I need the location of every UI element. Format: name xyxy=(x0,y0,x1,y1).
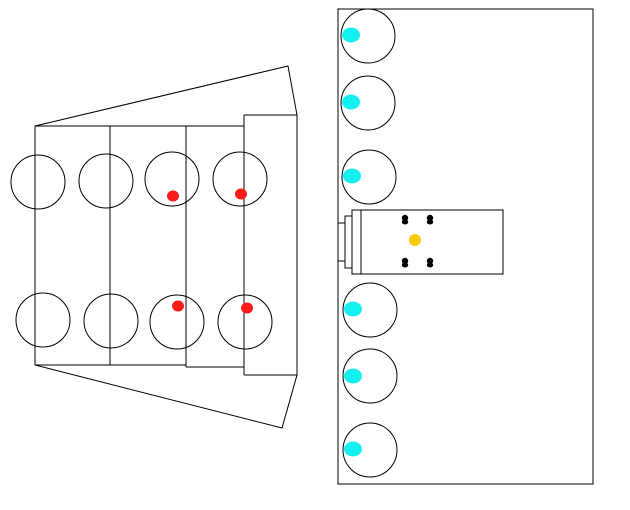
left-circle-top-4 xyxy=(212,151,268,207)
red-marker-top-1 xyxy=(167,190,179,202)
right-markers-group xyxy=(342,27,362,457)
red-marker-top-2 xyxy=(235,188,247,200)
right-circles-group xyxy=(340,8,398,478)
left-circle-bottom-3 xyxy=(149,294,205,350)
cyan-marker-1 xyxy=(342,27,360,43)
center-left-step-2 xyxy=(351,209,362,275)
center-markers-group xyxy=(401,214,434,268)
left-circle-bottom-4 xyxy=(217,294,273,350)
black-marker-top-2 xyxy=(426,214,434,225)
cyan-marker-5 xyxy=(344,368,362,384)
right-circle-6 xyxy=(342,422,398,478)
cyan-marker-4 xyxy=(344,301,362,317)
left-circle-bottom-1 xyxy=(15,292,71,348)
right-circle-4 xyxy=(342,282,398,338)
right-circle-3 xyxy=(341,149,397,205)
cyan-marker-6 xyxy=(344,441,362,457)
left-markers-group xyxy=(167,188,253,314)
left-circles-group xyxy=(10,151,273,350)
red-marker-bottom-2 xyxy=(241,302,253,314)
cyan-marker-3 xyxy=(343,168,361,184)
black-marker-bottom-2 xyxy=(426,257,434,268)
left-circle-top-1 xyxy=(10,154,66,210)
yellow-marker xyxy=(409,234,421,246)
right-circle-2 xyxy=(340,75,396,131)
black-marker-top-1 xyxy=(401,214,409,225)
red-marker-bottom-1 xyxy=(172,300,184,312)
right-circle-5 xyxy=(342,348,398,404)
cyan-marker-2 xyxy=(342,94,360,110)
left-outer-shape xyxy=(34,65,298,429)
left-frame xyxy=(34,65,298,429)
left-circle-bottom-2 xyxy=(83,293,139,349)
left-circle-top-2 xyxy=(78,153,134,209)
right-circle-1 xyxy=(340,8,396,64)
left-circle-top-3 xyxy=(144,151,200,207)
black-marker-bottom-1 xyxy=(401,257,409,268)
